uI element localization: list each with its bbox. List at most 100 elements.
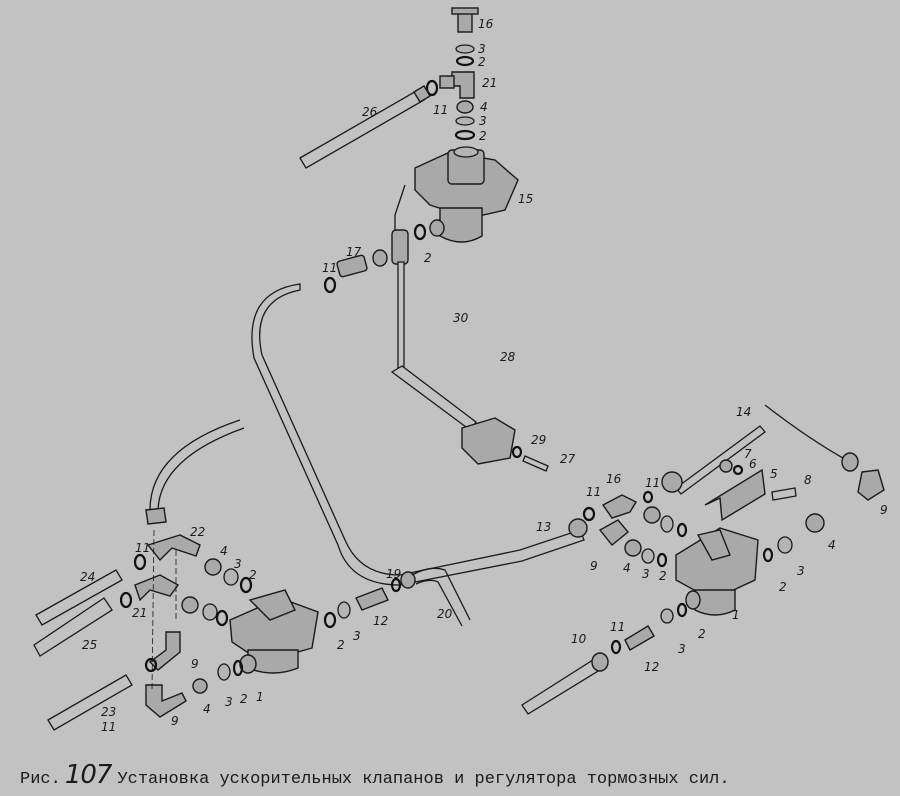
pipe-24 — [35, 569, 123, 626]
nut-10 — [591, 652, 609, 672]
right-accelerating-valve-group — [521, 404, 885, 715]
nut-20 — [400, 571, 416, 589]
block-28 — [461, 417, 516, 465]
label: 30 — [453, 311, 469, 325]
ring-2d — [239, 576, 253, 594]
label: 25 — [82, 638, 97, 652]
ring-19 — [390, 577, 402, 593]
washer-29 — [511, 445, 523, 459]
label: 2 — [479, 129, 487, 143]
nut-4 — [456, 100, 474, 114]
label: 2 — [249, 568, 257, 582]
label: 7 — [744, 447, 752, 461]
bracket-5 — [704, 468, 766, 522]
ring-2 — [455, 55, 475, 67]
label: 3 — [225, 695, 233, 709]
ring-11c — [133, 553, 147, 571]
label: 28 — [500, 350, 516, 364]
label: 2 — [659, 569, 667, 583]
label: 20 — [437, 607, 453, 621]
washer-3f — [337, 601, 351, 619]
ring-2k — [656, 552, 668, 568]
ring-11 — [425, 79, 439, 97]
label: 11 — [610, 620, 625, 634]
nut-7 — [719, 459, 733, 473]
valve-1b-body — [675, 527, 759, 601]
label: 2 — [337, 638, 345, 652]
ring-11g — [582, 506, 596, 522]
label: 11 — [586, 485, 601, 499]
label: 19 — [386, 567, 401, 581]
label: 13 — [536, 520, 551, 534]
label: 26 — [362, 105, 378, 119]
label: 11 — [101, 720, 116, 734]
label: 22 — [190, 525, 205, 539]
nut-4e — [805, 513, 825, 533]
washer-6 — [732, 464, 744, 476]
label: 4 — [480, 100, 488, 114]
label: 21 — [132, 606, 147, 620]
label: 17 — [346, 245, 362, 259]
nut-4g — [624, 539, 642, 557]
part-labels-left: 22 11 4 3 2 24 21 25 9 9 4 3 2 1 23 11 1… — [80, 525, 453, 734]
label: 11 — [322, 261, 337, 275]
figure-number: 107 — [64, 760, 113, 790]
label: 24 — [80, 570, 95, 584]
label: 4 — [220, 544, 228, 558]
label: 3 — [797, 564, 805, 578]
banjo-fitting — [391, 229, 409, 265]
washer-3 — [455, 44, 475, 54]
valve-1-outlet — [239, 654, 257, 674]
label: 1 — [256, 690, 264, 704]
ring-2c — [413, 223, 427, 241]
label: 2 — [424, 251, 432, 265]
label: 2 — [240, 692, 248, 706]
label: 5 — [770, 467, 778, 481]
valve-16-cap — [451, 7, 479, 15]
nut-4d — [192, 678, 208, 694]
part-labels-right: 14 7 6 5 8 9 4 16 11 11 13 9 4 3 2 2 3 1… — [536, 405, 888, 674]
pipe-26 — [299, 89, 425, 169]
label: 3 — [234, 557, 242, 571]
ring-2e — [215, 609, 229, 627]
label: 12 — [373, 614, 388, 628]
label: 27 — [560, 452, 576, 466]
washer-3e — [217, 663, 231, 681]
label: 9 — [590, 559, 598, 573]
bolt-27 — [522, 455, 549, 472]
label: 16 — [478, 17, 494, 31]
pipe-23 — [47, 674, 133, 731]
label: 3 — [353, 629, 361, 643]
elbow-9d — [598, 519, 629, 546]
elbow-22 — [146, 534, 201, 562]
label: 3 — [479, 114, 487, 128]
label: 11 — [645, 476, 660, 490]
regulator-15-lower — [439, 207, 483, 243]
caption-prefix: Рис. — [20, 770, 61, 789]
left-accelerating-valve-group — [33, 419, 471, 731]
nut-13 — [568, 518, 588, 538]
elbow-9 — [148, 631, 181, 671]
regulator-outlet — [429, 219, 445, 237]
union-12 — [355, 587, 389, 611]
tee-21-thread — [439, 75, 455, 89]
washer-3g — [777, 536, 793, 554]
label: 14 — [736, 405, 751, 419]
ring-11h — [642, 490, 654, 504]
brake-force-regulator-group — [251, 7, 585, 586]
union-12b — [624, 625, 655, 651]
regulator-port — [453, 146, 479, 158]
nut-26 — [413, 85, 431, 103]
tee-21 — [451, 71, 475, 99]
ring-2f — [232, 659, 244, 677]
label: 3 — [478, 42, 486, 56]
valve-1b-lower — [694, 589, 736, 616]
label: 2 — [698, 627, 706, 641]
nut — [372, 249, 388, 267]
washer-3d — [202, 603, 218, 621]
label: 2 — [478, 55, 486, 69]
ring-11e — [144, 657, 158, 673]
valve-1b-port — [696, 529, 731, 561]
nut-4c — [181, 596, 199, 614]
